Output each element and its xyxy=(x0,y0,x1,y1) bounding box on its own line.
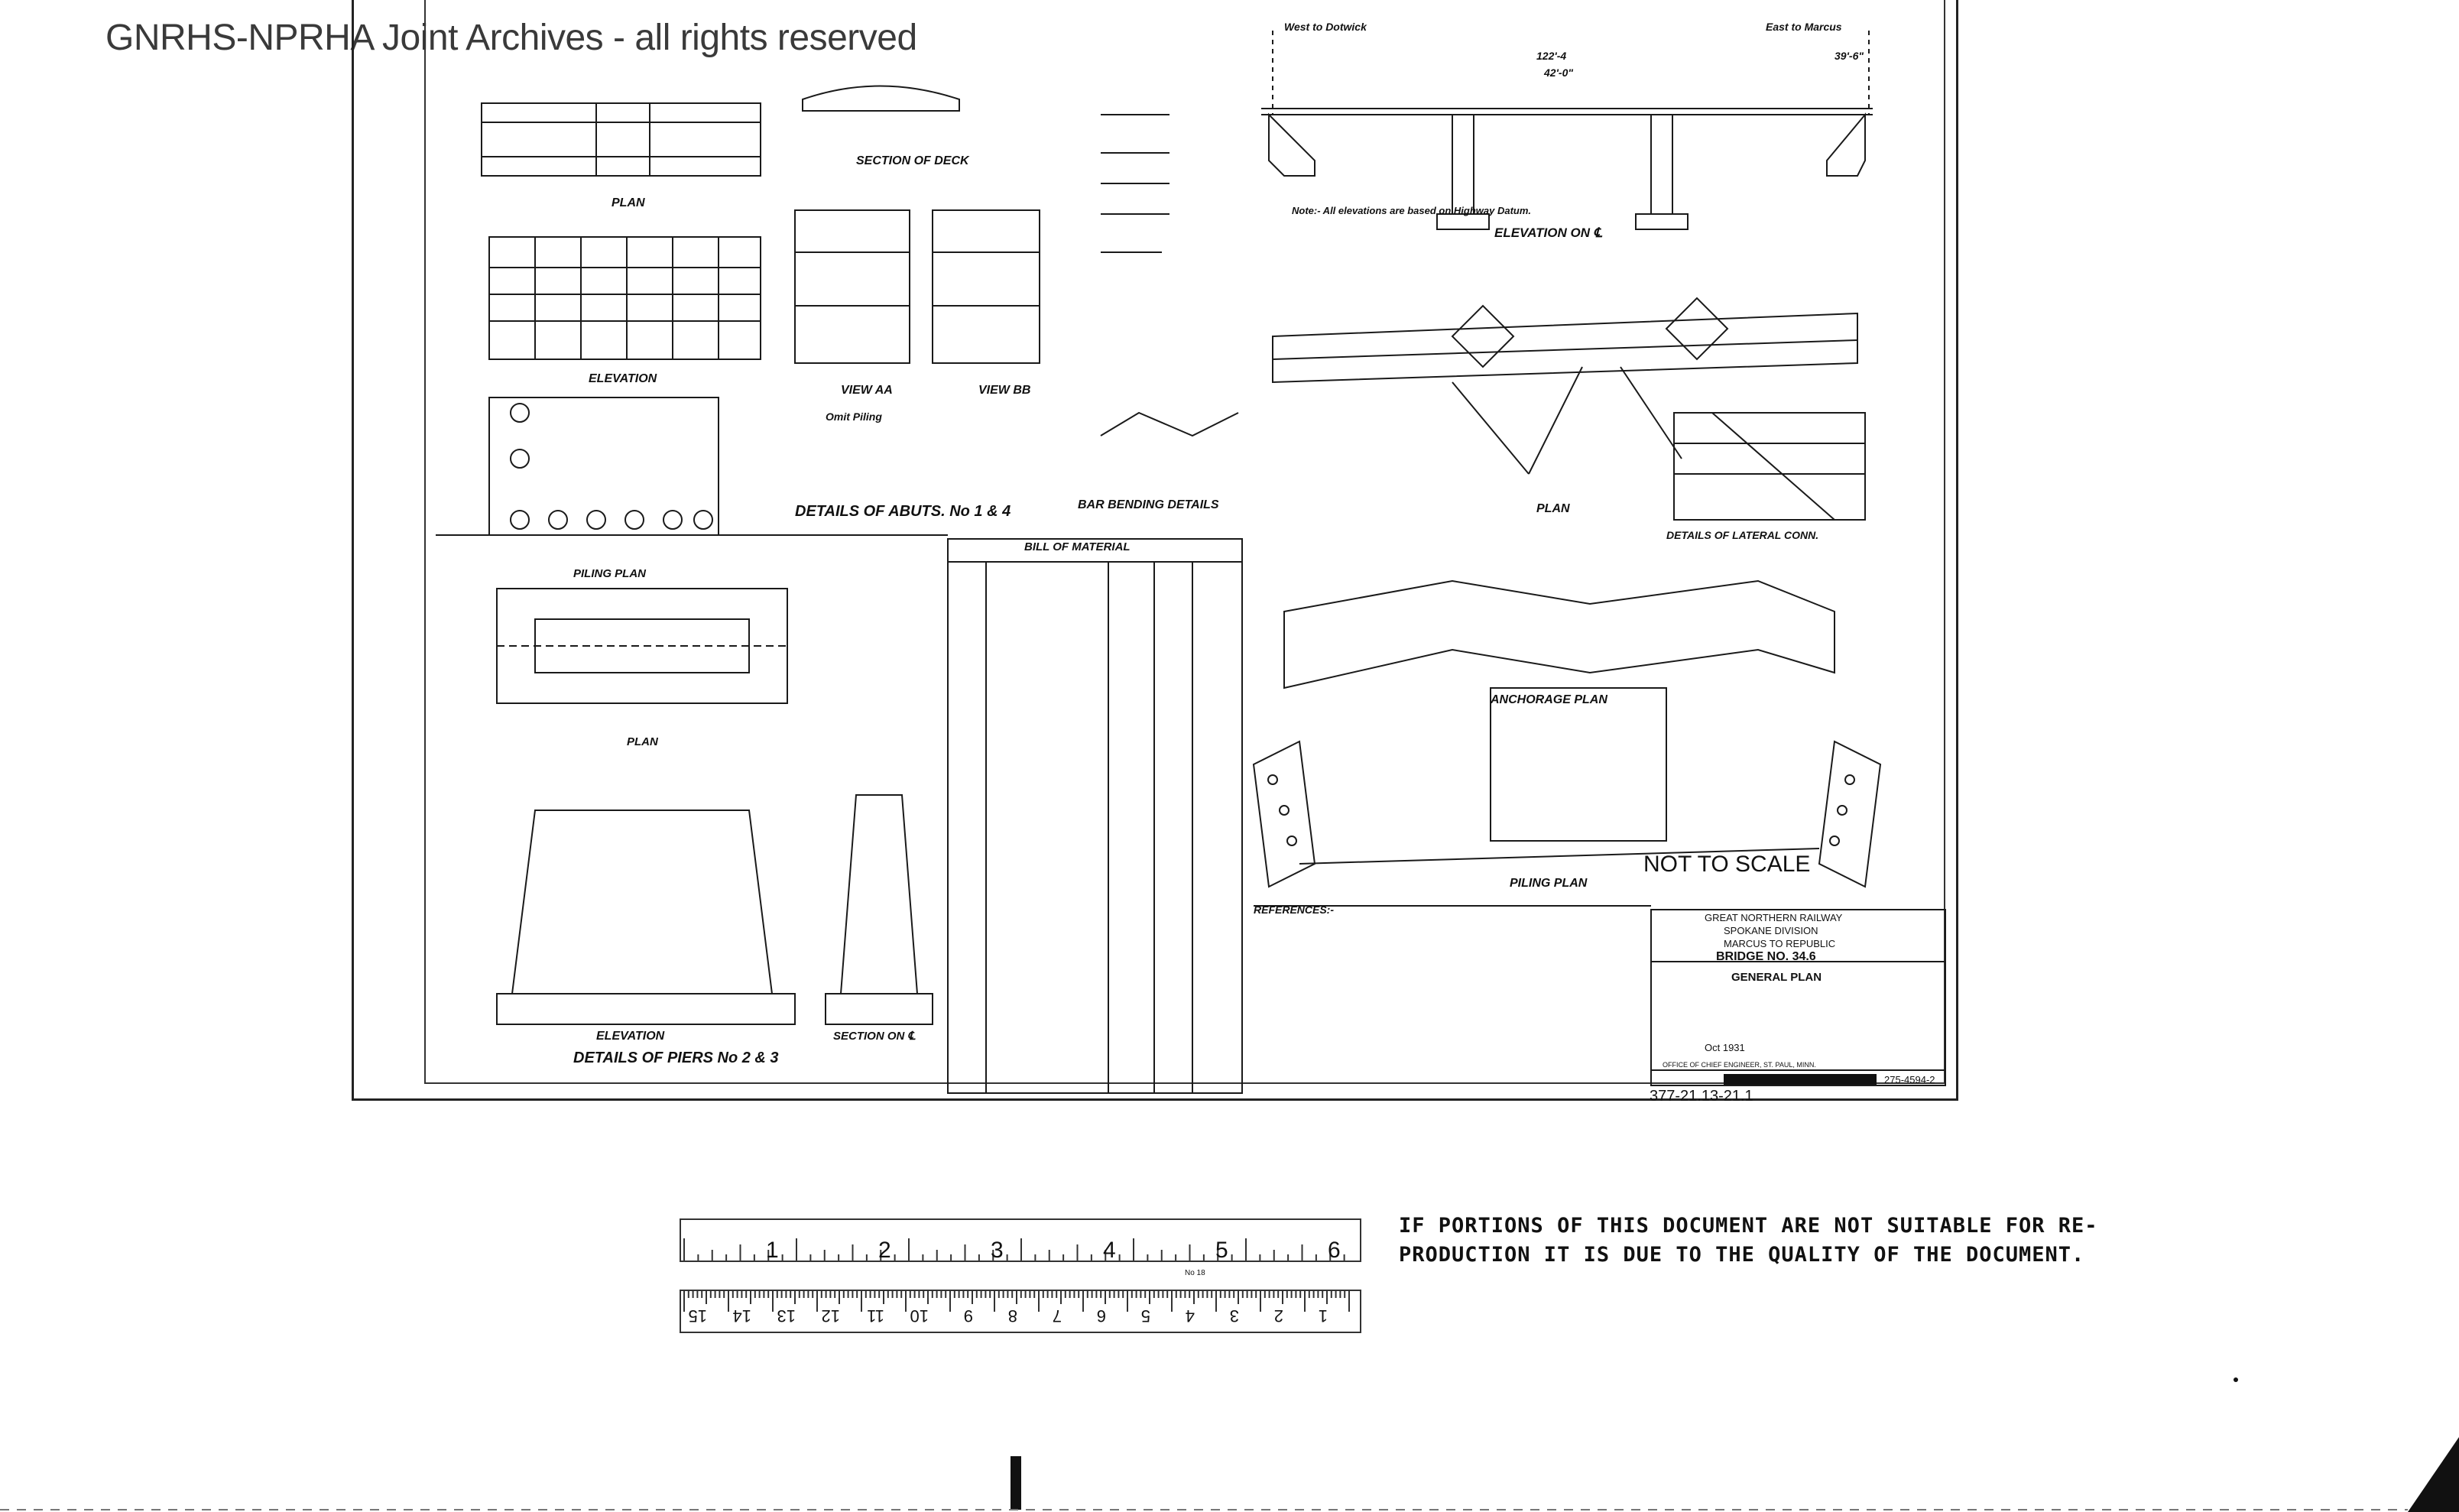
ruler-cm-label: 4 xyxy=(1186,1306,1195,1325)
overall-length-dim: 122'-4 xyxy=(1536,50,1566,62)
ruler-cm-label: 10 xyxy=(910,1306,929,1325)
disclaimer-line-1: IF PORTIONS OF THIS DOCUMENT ARE NOT SUI… xyxy=(1399,1214,2098,1238)
anchorage-plan-outline xyxy=(1283,579,1835,689)
lateral-connection-detail xyxy=(1673,412,1866,521)
sheet-title: GENERAL PLAN xyxy=(1731,971,1822,984)
datum-note: Note:- All elevations are based on Highw… xyxy=(1292,205,1531,216)
ruler-cm-label: 13 xyxy=(777,1306,796,1325)
ruler-cm-label: 3 xyxy=(1230,1306,1239,1325)
abutment-plan-label: PLAN xyxy=(612,196,645,209)
end-span-dim: 39'-6" xyxy=(1835,50,1864,62)
ruler-cm-label: 7 xyxy=(1053,1306,1062,1325)
page-corner-fold xyxy=(2408,1437,2459,1512)
drawing-inner-border xyxy=(424,0,1945,1084)
ruler-cm-label: 8 xyxy=(1008,1306,1017,1325)
center-span-dim: 42'-0" xyxy=(1543,67,1573,79)
bill-of-material-table xyxy=(947,538,1243,1094)
section-of-deck-label: SECTION OF DECK xyxy=(856,154,970,167)
view-bb-outline xyxy=(932,209,1040,364)
ruler-inch-label: 1 xyxy=(766,1238,779,1263)
abutment-details-title: DETAILS OF ABUTS. No 1 & 4 xyxy=(795,503,1011,520)
section-on-cl-label: SECTION ON ℄ xyxy=(833,1030,916,1043)
ruler-cm-label: 14 xyxy=(733,1306,751,1325)
view-aa-label: VIEW AA xyxy=(841,384,893,397)
disclaimer-line-2: PRODUCTION IT IS DUE TO THE QUALITY OF T… xyxy=(1399,1243,2084,1267)
span-plan-outline xyxy=(1272,312,1858,384)
abutment-elevation-label: ELEVATION xyxy=(589,372,657,385)
bridge-number: BRIDGE NO. 34.6 xyxy=(1716,950,1816,963)
east-direction-label: East to Marcus xyxy=(1766,21,1842,33)
not-to-scale-stamp: NOT TO SCALE xyxy=(1643,852,1810,877)
ruler-inch-label: 6 xyxy=(1328,1238,1341,1263)
ruler-model-no: No 18 xyxy=(1185,1269,1205,1277)
abutment-elevation-outline xyxy=(488,236,761,360)
omit-piling-note: Omit Piling xyxy=(826,410,882,423)
ruler-cm-label: 9 xyxy=(964,1306,973,1325)
ruler-inch-label: 5 xyxy=(1215,1238,1228,1263)
elevation-on-cl-label: ELEVATION ON ℄ xyxy=(1494,226,1603,240)
pier-elevation-outline xyxy=(511,810,774,994)
view-bb-label: VIEW BB xyxy=(978,384,1030,397)
lateral-connection-label: DETAILS OF LATERAL CONN. xyxy=(1666,529,1818,541)
ruler-cm-label: 15 xyxy=(689,1306,707,1325)
ruler-cm-label: 5 xyxy=(1141,1306,1150,1325)
index-number: 377-21.13-21.1 xyxy=(1650,1088,1753,1105)
pier-plan-label: PLAN xyxy=(627,735,659,748)
route-name: MARCUS TO REPUBLIC xyxy=(1724,938,1835,949)
scan-mark xyxy=(1011,1456,1021,1510)
east-piling-outline xyxy=(1818,740,1882,888)
span-plan-label: PLAN xyxy=(1536,502,1570,515)
abutment-plan-outline xyxy=(481,102,761,177)
view-aa-outline xyxy=(794,209,910,364)
ruler-cm-label: 12 xyxy=(822,1306,840,1325)
division-name: SPOKANE DIVISION xyxy=(1724,925,1818,936)
ruler-inch-label: 4 xyxy=(1103,1238,1116,1263)
anchorage-plan-label: ANCHORAGE PLAN xyxy=(1490,693,1607,706)
ruler-inch-label: 3 xyxy=(991,1238,1004,1263)
drawing-date: Oct 1931 xyxy=(1705,1042,1745,1053)
abutment-piling-plan-label: PILING PLAN xyxy=(573,567,647,580)
pier-details-title: DETAILS OF PIERS No 2 & 3 xyxy=(573,1050,779,1066)
office-name: OFFICE OF CHIEF ENGINEER, ST. PAUL, MINN… xyxy=(1663,1061,1816,1069)
right-piling-plan-label: PILING PLAN xyxy=(1510,877,1588,890)
deck-section-outline xyxy=(802,85,960,112)
dust-speck xyxy=(2234,1377,2238,1382)
west-direction-label: West to Dotwick xyxy=(1284,21,1367,33)
drawing-number: 275-4594-2 xyxy=(1884,1074,1935,1085)
ruler-cm-label: 1 xyxy=(1319,1306,1328,1325)
ruler-cm-label: 2 xyxy=(1274,1306,1283,1325)
title-block-outline xyxy=(1650,909,1946,1086)
railway-name: GREAT NORTHERN RAILWAY xyxy=(1705,912,1843,923)
bridge-cl-box xyxy=(1490,687,1667,842)
pier-section-outline xyxy=(839,794,919,994)
ruler-cm-label: 6 xyxy=(1097,1306,1106,1325)
title-block-bar xyxy=(1724,1074,1877,1085)
pier-elevation-label: ELEVATION xyxy=(596,1030,665,1043)
drawing-sheet-border xyxy=(352,0,1958,1101)
bill-of-material-title: BILL OF MATERIAL xyxy=(1024,540,1131,553)
references-label: REFERENCES:- xyxy=(1254,904,1334,916)
ruler-cm-label: 11 xyxy=(867,1306,884,1325)
ruler-inch-label: 2 xyxy=(878,1238,891,1263)
bar-bending-details-title: BAR BENDING DETAILS xyxy=(1078,498,1219,511)
archive-watermark: GNRHS-NPRHA Joint Archives - all rights … xyxy=(105,18,917,58)
